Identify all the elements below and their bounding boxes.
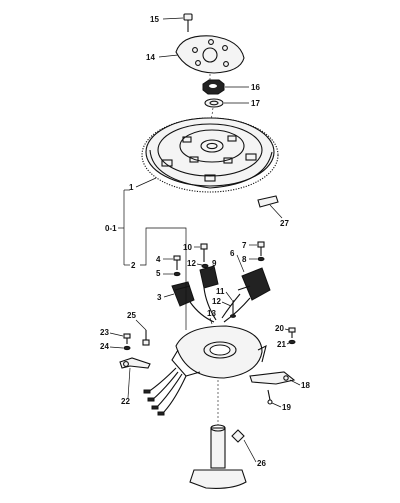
- callout-24: 24: [100, 342, 109, 351]
- screw-11: [230, 300, 236, 318]
- throttle-arm-18: [249, 371, 296, 385]
- callout-16: 16: [251, 83, 260, 92]
- crankshaft-26: [189, 424, 247, 489]
- callout-14: 14: [146, 53, 155, 62]
- callout-3: 3: [157, 293, 162, 302]
- callout-5: 5: [156, 269, 161, 278]
- cover-plate-14: [175, 35, 245, 74]
- callout-4: 4: [156, 255, 161, 264]
- callout-25: 25: [127, 311, 136, 320]
- callout-22: 22: [121, 397, 130, 406]
- nut-16: [202, 79, 225, 95]
- callout-15: 15: [150, 15, 159, 24]
- callout-6: 6: [230, 249, 235, 258]
- callout-21: 21: [277, 340, 286, 349]
- coil-wires: [189, 287, 251, 323]
- callout-8: 8: [242, 255, 247, 264]
- callout-20: 20: [275, 324, 284, 333]
- callout-7: 7: [242, 241, 247, 250]
- callout-0-1: 0-1: [105, 224, 117, 233]
- callout-13: 13: [207, 309, 216, 318]
- callout-2: 2: [131, 261, 136, 270]
- wire-harness: [143, 367, 187, 416]
- bolt-10: [200, 243, 208, 262]
- callout-11: 11: [216, 287, 225, 296]
- callout-12-top: 12: [187, 259, 196, 268]
- callout-18: 18: [301, 381, 310, 390]
- callout-1: 1: [129, 183, 134, 192]
- callout-17: 17: [251, 99, 260, 108]
- link-arm-22: [119, 357, 151, 369]
- charge-coil-3: [171, 281, 195, 307]
- screw-15: [183, 13, 193, 32]
- flywheel: [141, 117, 279, 193]
- washer-12-top: [201, 263, 209, 269]
- callout-27: 27: [280, 219, 289, 228]
- callout-12-bottom: 12: [212, 297, 221, 306]
- flywheel-key-27: [257, 195, 279, 208]
- callout-9: 9: [212, 259, 217, 268]
- washer-17: [204, 98, 224, 108]
- bolt-7: [257, 241, 265, 256]
- coil-6: [237, 267, 271, 301]
- stator-plate: [171, 325, 267, 379]
- bolt-25: [142, 330, 150, 346]
- callout-23: 23: [100, 328, 109, 337]
- screw-4: [173, 255, 181, 270]
- callout-26: 26: [257, 459, 266, 468]
- callout-10: 10: [183, 243, 192, 252]
- pin-19: [267, 389, 273, 405]
- callout-19: 19: [282, 403, 291, 412]
- screw-20-washer-21: [288, 327, 296, 345]
- washer-8: [257, 256, 265, 262]
- washer-5: [173, 271, 181, 277]
- callouts: 15 14 16 17 1 27 0-1 2 10 7 6 8: [100, 15, 310, 468]
- screw-23-washer-24: [123, 333, 131, 351]
- trigger-9: [199, 265, 219, 289]
